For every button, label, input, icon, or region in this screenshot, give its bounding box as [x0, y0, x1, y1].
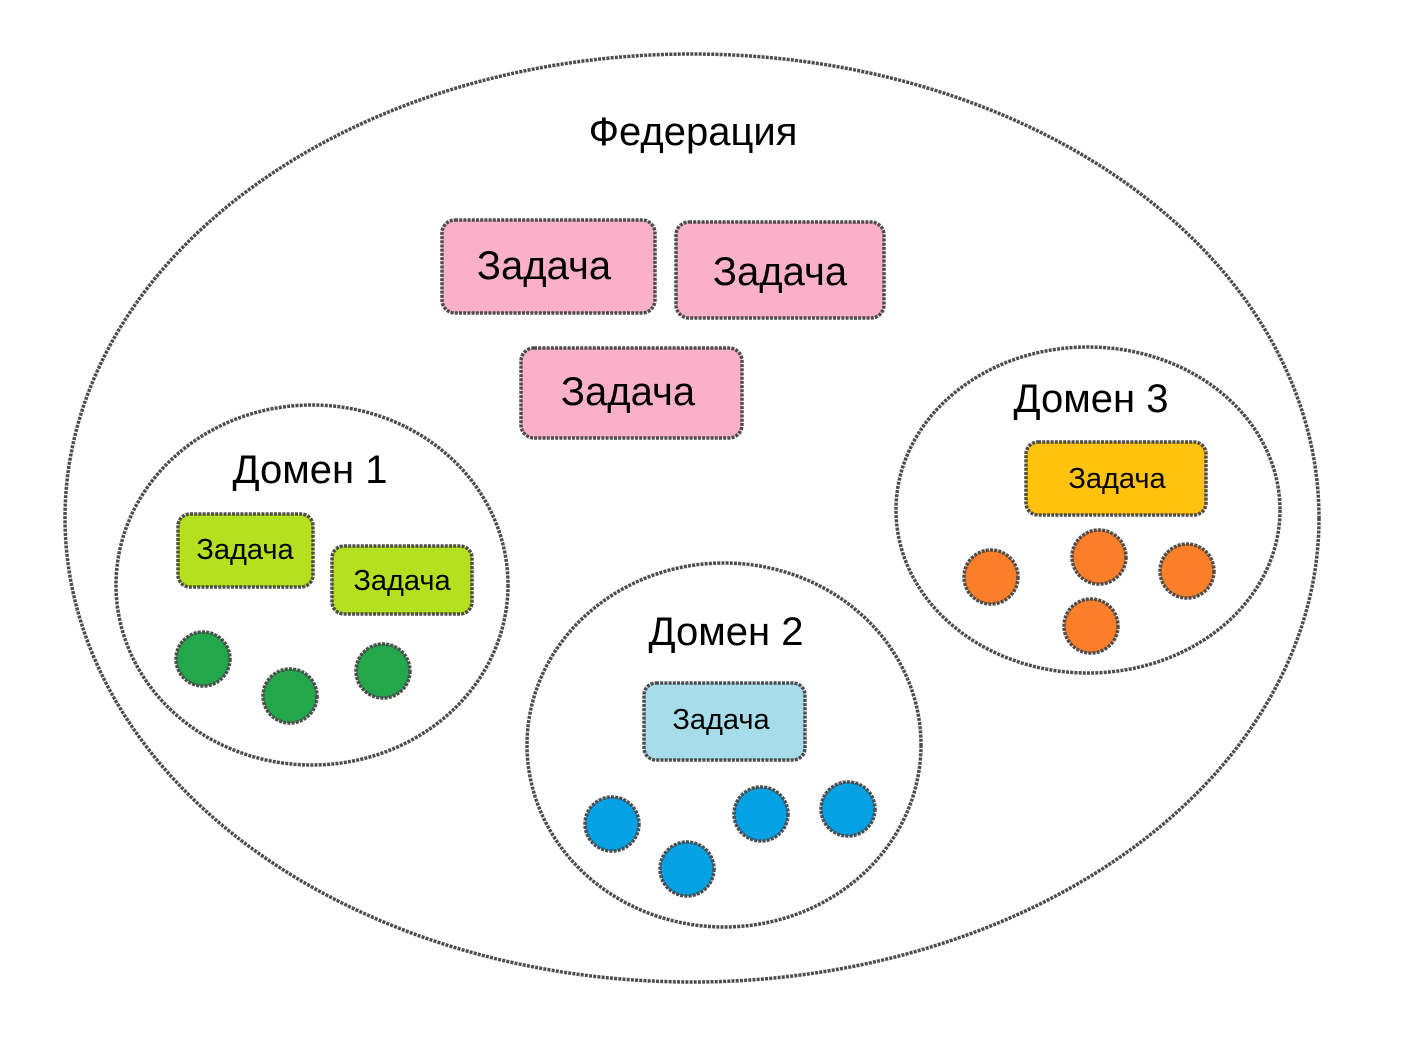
domain-2-task-box: [642, 681, 807, 762]
domain-3-label: Домен 3: [1014, 377, 1169, 421]
domain-3-task-label: Задача: [1068, 463, 1166, 495]
domain-3-dot: [1158, 542, 1216, 600]
domain-1-dot: [354, 642, 412, 700]
domain-2-task-label: Задача: [672, 704, 770, 736]
domain-3: Домен 3 Задача: [894, 345, 1282, 675]
federation-task-label: Задача: [561, 370, 696, 414]
domain-3-dot: [1070, 528, 1128, 586]
domain-2-dot: [819, 780, 877, 838]
federation-task-box: [440, 218, 657, 315]
domain-1-task-box: [330, 544, 474, 616]
domain-2-label: Домен 2: [649, 610, 804, 654]
domain-3-task: Задача: [1024, 440, 1208, 517]
domain-2-dot: [658, 840, 716, 898]
domain-2: Домен 2 Задача: [525, 561, 923, 929]
domain-3-dot: [1062, 597, 1120, 655]
federation-task: Задача: [519, 346, 744, 440]
domain-1-label: Домен 1: [233, 448, 388, 492]
federation-label: Федерация: [589, 110, 798, 154]
domain-1-dot: [174, 630, 232, 688]
federation-task-box: [519, 346, 744, 440]
domain-1-dot: [261, 667, 319, 725]
domain-3-dot: [962, 548, 1020, 606]
domain-1: Домен 1 Задача Задача: [114, 403, 510, 767]
federation-task-label: Задача: [477, 244, 612, 288]
federation-task-label: Задача: [713, 250, 848, 294]
federation-task-box: [674, 220, 886, 320]
domain-1-task: Задача: [176, 512, 315, 589]
domain-1-task: Задача: [330, 544, 474, 616]
domain-1-task-box: [176, 512, 315, 589]
domain-1-task-label: Задача: [353, 565, 451, 597]
federation-task: Задача: [674, 220, 886, 320]
domain-1-task-label: Задача: [196, 534, 294, 566]
domain-2-dot: [732, 785, 790, 843]
domain-2-dot: [583, 795, 641, 853]
federation-task: Задача: [440, 218, 657, 315]
domain-2-task: Задача: [642, 681, 807, 762]
domain-3-task-box: [1024, 440, 1208, 517]
